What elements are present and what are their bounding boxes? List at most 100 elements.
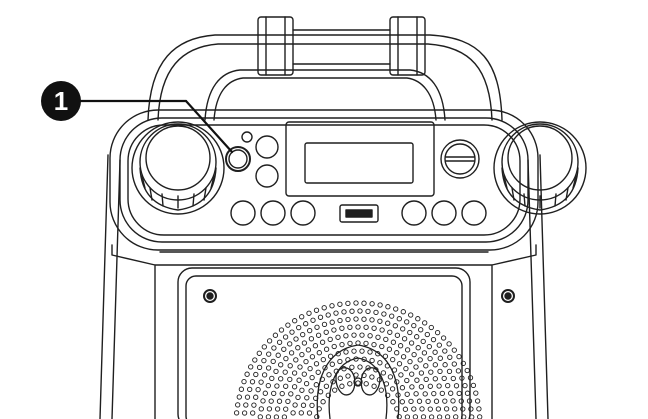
grille-hole: [252, 357, 258, 363]
grille-hole: [301, 371, 307, 377]
grille-hole: [355, 324, 361, 330]
grille-hole: [323, 383, 330, 389]
speaker-grille: [233, 300, 483, 419]
grille-hole: [278, 327, 285, 333]
grille-hole: [420, 338, 426, 345]
grille-hole: [425, 398, 431, 405]
grille-hole: [275, 352, 281, 358]
grille-hole: [387, 374, 394, 380]
grille-hole: [315, 369, 321, 375]
grille-hole: [468, 406, 474, 412]
grille-hole: [436, 414, 443, 419]
grille-hole: [448, 390, 454, 396]
grille-hole: [281, 414, 288, 419]
grille-hole: [450, 375, 456, 382]
grille-hole: [323, 346, 330, 352]
grille-hole: [291, 384, 298, 390]
grille-hole: [427, 383, 433, 389]
grille-hole: [357, 308, 363, 314]
grille-hole: [343, 333, 349, 339]
grille-hole: [402, 406, 409, 412]
grille-hole: [455, 368, 462, 374]
grille-hole: [339, 383, 345, 389]
grille-hole: [409, 371, 415, 377]
grille-hole: [244, 394, 251, 400]
grille-hole: [296, 324, 302, 331]
grille-hole: [331, 327, 337, 333]
grille-hole: [327, 353, 334, 359]
grille-hole: [394, 332, 401, 338]
grille-hole: [332, 387, 338, 393]
grille-hole: [248, 364, 254, 370]
grille-hole: [452, 406, 458, 412]
grille-hole: [258, 379, 264, 385]
grille-hole: [442, 398, 448, 404]
grille-hole: [258, 406, 264, 412]
grille-hole: [424, 331, 430, 338]
grille-hole: [329, 319, 335, 325]
grille-hole: [283, 406, 289, 412]
grille-hole: [437, 368, 443, 375]
grille-hole: [309, 354, 316, 360]
grille-hole: [339, 341, 345, 348]
callout-1-badge: 1: [41, 81, 81, 121]
grille-hole: [321, 305, 327, 311]
grille-hole: [434, 329, 441, 336]
grille-hole: [426, 343, 432, 350]
usb-port: [339, 204, 379, 223]
grille-hole: [440, 335, 447, 341]
grille-hole: [382, 353, 389, 359]
grille-hole: [451, 347, 457, 353]
grille-hole: [249, 379, 256, 385]
grille-hole: [317, 314, 324, 320]
grille-hole: [404, 319, 410, 325]
grille-hole: [369, 357, 375, 364]
grille-hole: [301, 340, 308, 346]
grille-hole: [279, 390, 285, 397]
grille-hole: [320, 356, 326, 363]
grille-hole: [283, 355, 289, 362]
grille-hole: [399, 399, 405, 405]
grille-hole: [461, 414, 467, 419]
grille-hole: [404, 391, 410, 397]
grille-hole: [351, 348, 357, 354]
grille-hole: [299, 314, 305, 320]
grille-hole: [394, 350, 400, 356]
grille-hole: [411, 322, 417, 329]
grille-hole: [241, 378, 247, 385]
grille-hole: [347, 381, 353, 387]
grille-hole: [310, 317, 316, 323]
grille-hole: [337, 301, 343, 307]
grille-hole: [327, 336, 333, 343]
grille-hole: [337, 317, 343, 324]
grille-hole: [265, 365, 272, 371]
grille-hole: [430, 336, 437, 343]
grille-hole: [309, 374, 315, 381]
grille-hole: [361, 316, 367, 322]
grille-hole: [337, 375, 343, 381]
grille-hole: [385, 304, 391, 310]
grille-hole: [381, 311, 387, 317]
grille-hole: [377, 302, 383, 308]
grille-hole: [396, 316, 402, 322]
grille-hole: [401, 336, 408, 342]
grille-hole: [313, 361, 320, 367]
grille-hole: [283, 383, 289, 389]
grille-hole: [447, 354, 453, 360]
grille-hole: [278, 362, 284, 368]
grille-screws: [203, 289, 515, 303]
grille-hole: [456, 390, 462, 397]
grille-hole: [441, 375, 447, 382]
grille-hole: [351, 332, 357, 338]
grille-hole: [399, 385, 406, 391]
grille-hole: [271, 345, 277, 351]
grille-hole: [295, 345, 301, 351]
callout-1-leader: [76, 99, 234, 154]
grille-hole: [383, 336, 389, 343]
grille-hole: [407, 358, 413, 365]
grille-hole: [265, 382, 271, 389]
grille-hole: [285, 322, 291, 328]
grille-hole: [371, 325, 377, 331]
grille-hole: [339, 325, 345, 331]
grille-hole: [312, 343, 319, 349]
